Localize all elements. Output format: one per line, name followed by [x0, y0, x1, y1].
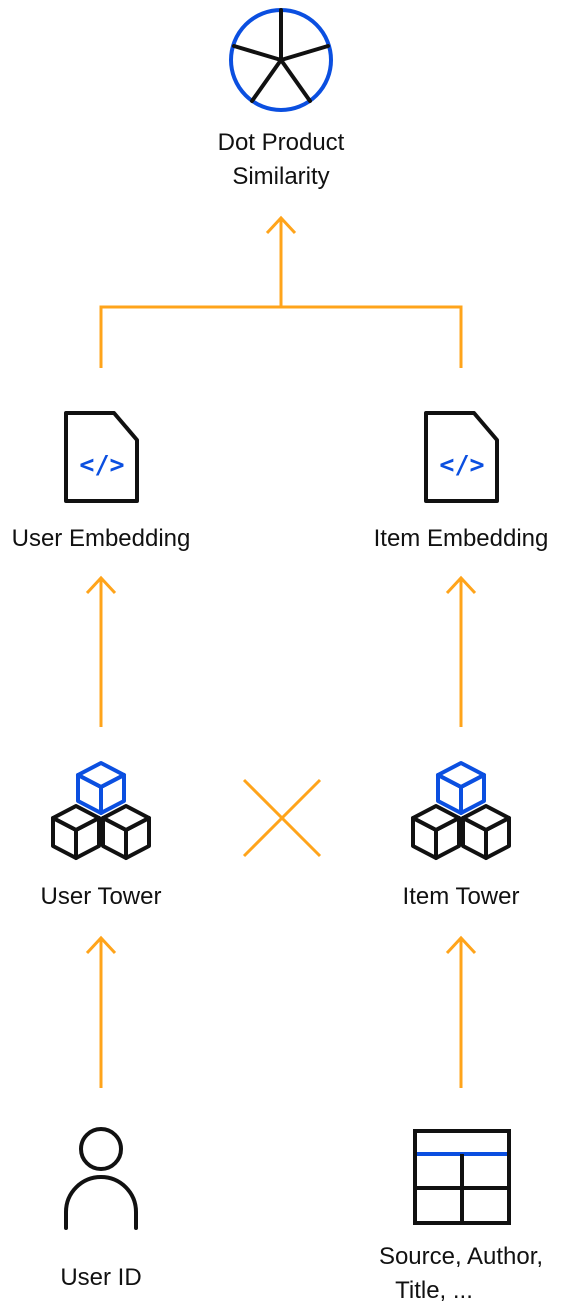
item-tower-label: Item Tower: [403, 883, 520, 910]
user-id-label: User ID: [60, 1264, 141, 1291]
item-embedding-label: Item Embedding: [374, 525, 549, 552]
user-tower-label: User Tower: [41, 883, 162, 910]
item-tower-icon: [411, 761, 511, 860]
dot-product-label-line1: Dot Product: [218, 129, 345, 156]
user-tower-icon: [51, 761, 151, 860]
item-embedding-icon: </>: [424, 411, 499, 503]
dot-product-label-line2: Similarity: [232, 163, 329, 190]
item-features-label-line2: Title, ...: [395, 1277, 473, 1304]
merge-arrow: [99, 215, 463, 368]
item-features-label-line1: Source, Author,: [379, 1243, 543, 1270]
person-icon: [64, 1127, 138, 1230]
svg-text:</>: </>: [79, 450, 124, 479]
arrow-item-tower-to-embedding: [445, 575, 477, 727]
arrow-user-tower-to-embedding: [85, 575, 117, 727]
cross-icon: [242, 778, 322, 858]
similarity-star-circle-icon: [229, 8, 333, 112]
table-icon: [413, 1129, 511, 1225]
arrow-item-features-to-tower: [445, 935, 477, 1088]
user-embedding-label: User Embedding: [12, 525, 191, 552]
arrow-user-id-to-tower: [85, 935, 117, 1088]
user-embedding-icon: </>: [64, 411, 139, 503]
svg-text:</>: </>: [439, 450, 484, 479]
